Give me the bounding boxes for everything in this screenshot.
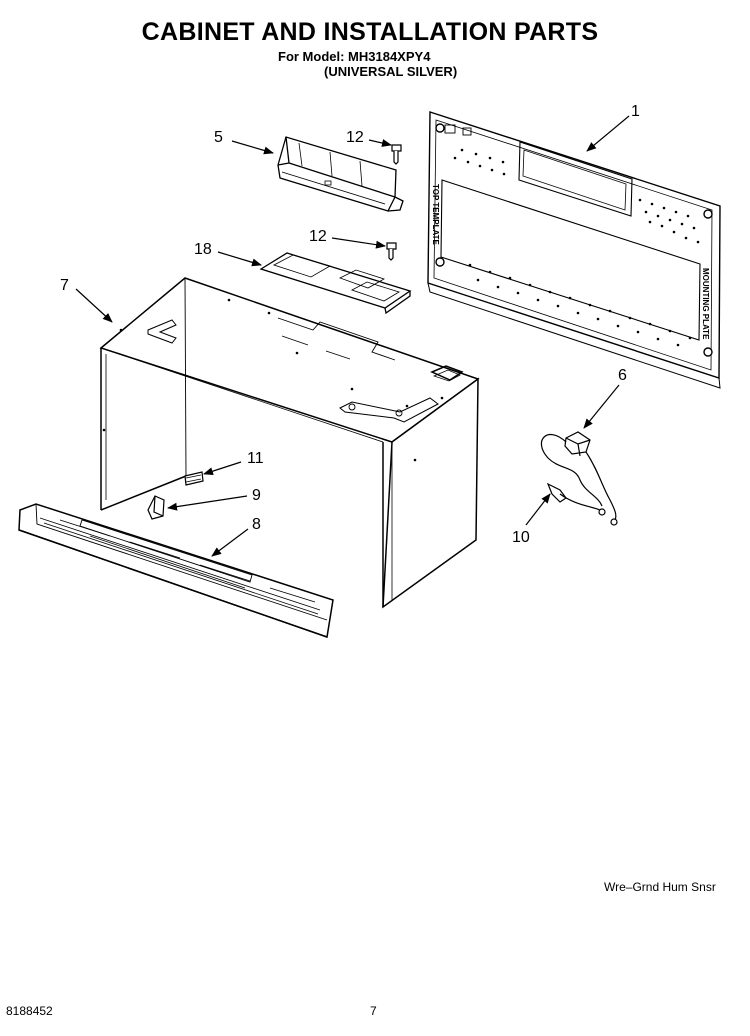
callout-1: 1 [631, 103, 640, 120]
callout-8: 8 [252, 516, 261, 533]
vent-plate-part [259, 252, 412, 315]
top-vent-part [277, 136, 404, 212]
clip-9-part [147, 495, 165, 520]
part-caption: Wre–Grnd Hum Snsr [604, 880, 716, 894]
document-number: 8188452 [6, 1004, 53, 1018]
model-number: For Model: MH3184XPY4 [278, 49, 431, 64]
plate-label-right: MOUNTING PLATE [701, 268, 710, 340]
callout-18: 18 [194, 241, 212, 258]
mounting-plate-part: TOP TEMPLATE MOUNTING PLATE [427, 111, 721, 389]
cabinet-wrapper-part [99, 277, 480, 609]
grille-part [18, 503, 334, 639]
callout-12-middle: 12 [309, 228, 327, 245]
callout-10: 10 [512, 529, 530, 546]
screw-middle-part [386, 242, 397, 261]
callout-12-top: 12 [346, 129, 364, 146]
page-number: 7 [370, 1004, 377, 1018]
screw-top-part [391, 144, 402, 165]
callout-9: 9 [252, 487, 261, 504]
callout-5: 5 [214, 129, 223, 146]
page-title: CABINET AND INSTALLATION PARTS [141, 18, 599, 46]
callout-6: 6 [618, 367, 627, 384]
model-variant: (UNIVERSAL SILVER) [324, 64, 458, 79]
callout-7: 7 [60, 277, 69, 294]
plate-label-left: TOP TEMPLATE [431, 184, 440, 246]
screw-11-part [184, 471, 204, 486]
humidity-sensor-part [540, 431, 618, 526]
leader-lines [75, 115, 630, 557]
callout-11: 11 [247, 450, 264, 467]
